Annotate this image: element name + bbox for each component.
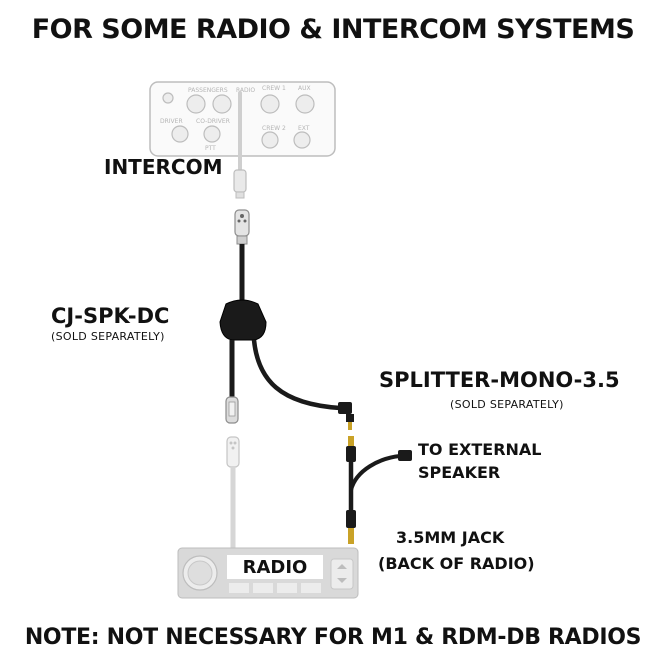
radio-label: RADIO: [243, 557, 308, 578]
intercom-knob-driver: [171, 125, 189, 143]
cj-spk-dc-top-connector: [234, 209, 250, 245]
intercom-btn-label: AUX: [298, 85, 311, 92]
cj-spk-dc-splitter-body: [219, 299, 267, 341]
jack-label-line1: 3.5MM JACK: [396, 528, 505, 547]
radio-unit: RADIO: [177, 547, 359, 599]
splitter-name: SPLITTER-MONO-3.5: [379, 368, 620, 392]
intercom-panel: PASSENGERS RADIO CREW 1 AUX DRIVER CO-DR…: [149, 81, 336, 199]
cable-right-leg: [251, 339, 341, 411]
intercom-btn-label: CREW 1: [262, 85, 286, 92]
radio-mic-connector-ghost: [226, 436, 240, 552]
intercom-btn-label: CO-DRIVER: [196, 118, 230, 125]
page-title: FOR SOME RADIO & INTERCOM SYSTEMS: [31, 14, 635, 45]
intercom-knob-passengers: [186, 94, 206, 114]
intercom-knob-codriver: [203, 125, 221, 143]
jack-label-line2: (BACK OF RADIO): [378, 554, 535, 573]
footnote: NOTE: NOT NECESSARY FOR M1 & RDM-DB RADI…: [24, 625, 642, 650]
intercom-knob-crew1: [260, 94, 280, 114]
intercom-btn-label: CREW 2: [262, 125, 286, 132]
intercom-knob-ext: [293, 131, 311, 149]
intercom-btn-label: PASSENGERS: [188, 87, 228, 94]
intercom-label: INTERCOM: [104, 155, 223, 179]
intercom-btn-label: PTT: [205, 145, 216, 152]
external-speaker-label-line2: SPEAKER: [418, 463, 501, 482]
external-speaker-label-line1: TO EXTERNAL: [418, 440, 542, 459]
intercom-btn-label: DRIVER: [160, 118, 183, 125]
radio-down-arrow-icon: [337, 578, 347, 583]
right-angle-3.5mm-plug: [338, 402, 354, 430]
cj-spk-dc-note: (SOLD SEPARATELY): [51, 330, 165, 343]
cj-spk-dc-name: CJ-SPK-DC: [51, 304, 170, 328]
panel-screw-icon: [162, 92, 174, 104]
intercom-btn-label: RADIO: [236, 87, 255, 94]
external-speaker-jack: [398, 450, 412, 461]
cj-spk-dc-bottom-connector: [225, 396, 239, 424]
radio-up-arrow-icon: [337, 564, 347, 569]
intercom-knob-crew2: [261, 131, 279, 149]
splitter-note: (SOLD SEPARATELY): [450, 398, 564, 411]
intercom-knob-passengers-2: [212, 94, 232, 114]
intercom-knob-aux: [295, 94, 315, 114]
intercom-btn-label: EXT: [298, 125, 310, 132]
intercom-plug: [233, 169, 247, 193]
splitter-mono-3.5: [346, 436, 412, 544]
